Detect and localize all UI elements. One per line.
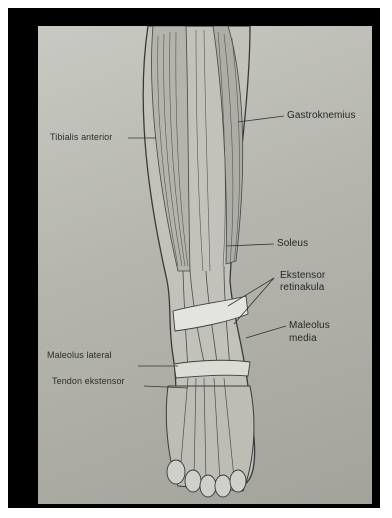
leg-muscle-illustration (38, 26, 372, 504)
label-tibialis-anterior: Tibialis anterior (50, 132, 112, 142)
label-maleolus-media-2: media (289, 333, 317, 344)
label-ekstensor-retinakula-2: retinakula (280, 282, 324, 293)
label-gastroknemius: Gastroknemius (287, 110, 356, 121)
label-ekstensor-retinakula-1: Ekstensor (280, 270, 325, 281)
label-maleolus-media-1: Maleolus (289, 320, 330, 331)
inferior-retinaculum (174, 360, 250, 378)
label-maleolus-lateral: Maleolus lateral (47, 350, 112, 360)
label-soleus: Soleus (277, 238, 308, 249)
label-tendon-ekstensor: Tendon ekstensor (52, 376, 125, 386)
